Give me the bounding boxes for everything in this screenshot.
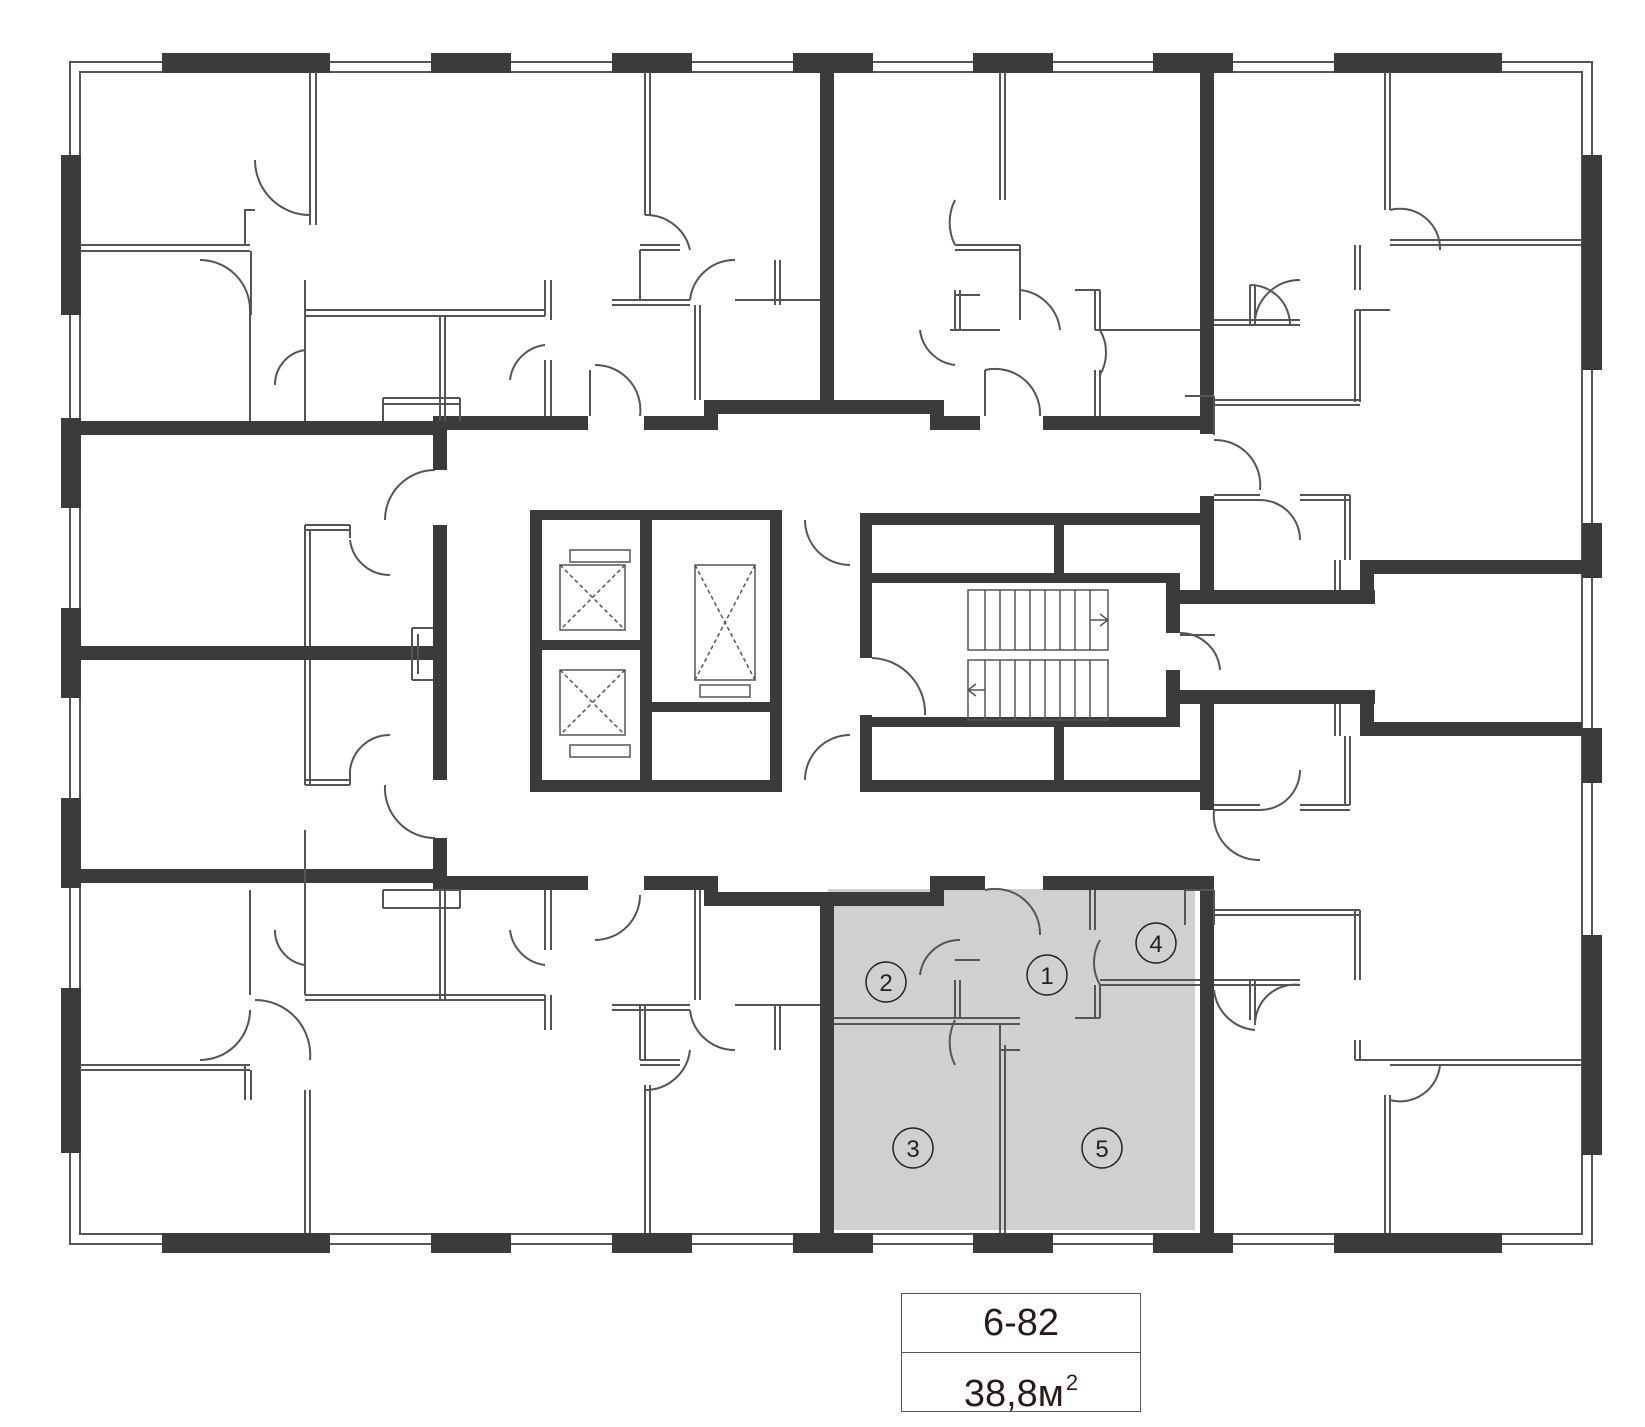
structural-walls	[80, 72, 1582, 1233]
elevator-shafts	[559, 549, 756, 758]
room-number-3: 3	[906, 1136, 919, 1163]
apartment-label: 6-82 38,8м2	[901, 1293, 1141, 1415]
apartment-number: 6-82	[902, 1294, 1140, 1353]
area-value: 38,8	[963, 1373, 1038, 1415]
door-swings	[199, 159, 1442, 1103]
room-badge-5[interactable]: 5	[1081, 1127, 1123, 1169]
thin-partitions	[80, 72, 1582, 1233]
windows-bottom	[162, 1233, 1502, 1253]
room-number-5: 5	[1095, 1136, 1108, 1163]
area-unit: м	[1037, 1373, 1064, 1415]
room-badge-1[interactable]: 1	[1026, 954, 1068, 996]
room-badges: 1 2 3 4 5	[865, 922, 1177, 1169]
windows-top	[162, 53, 1502, 73]
staircase	[966, 589, 1110, 721]
apartment-area: 38,8м2	[902, 1353, 1140, 1415]
windows-right	[1582, 155, 1602, 1155]
room-badge-4[interactable]: 4	[1135, 922, 1177, 964]
room-number-2: 2	[879, 970, 892, 997]
room-number-1: 1	[1040, 963, 1053, 990]
highlighted-apartment[interactable]	[828, 889, 1195, 1230]
room-number-4: 4	[1149, 931, 1162, 958]
room-badge-3[interactable]: 3	[892, 1127, 934, 1169]
room-badge-2[interactable]: 2	[865, 961, 907, 1003]
area-exponent: 2	[1065, 1370, 1079, 1395]
windows-left	[61, 155, 81, 1153]
